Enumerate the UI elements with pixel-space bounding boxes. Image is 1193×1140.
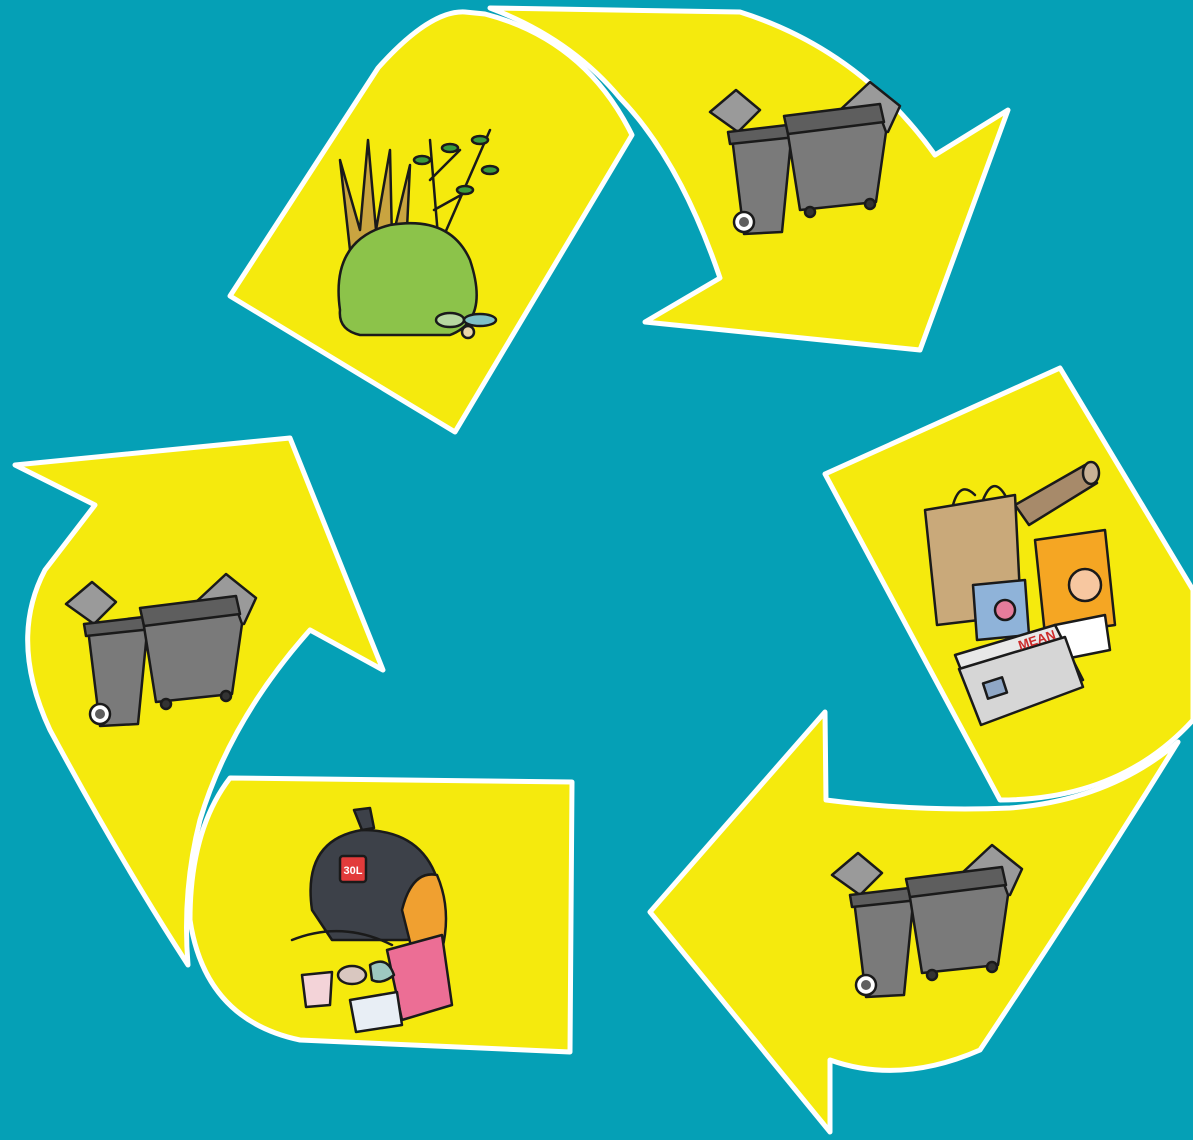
arrow-head-left xyxy=(12,435,386,968)
household-waste-icon: 30L xyxy=(290,806,454,1034)
paper-cardboard-icon: MEAN xyxy=(923,460,1117,727)
bag-capacity-badge: 30L xyxy=(344,865,363,877)
arrow-segment-top xyxy=(227,9,635,435)
garden-waste-icon xyxy=(337,128,500,340)
